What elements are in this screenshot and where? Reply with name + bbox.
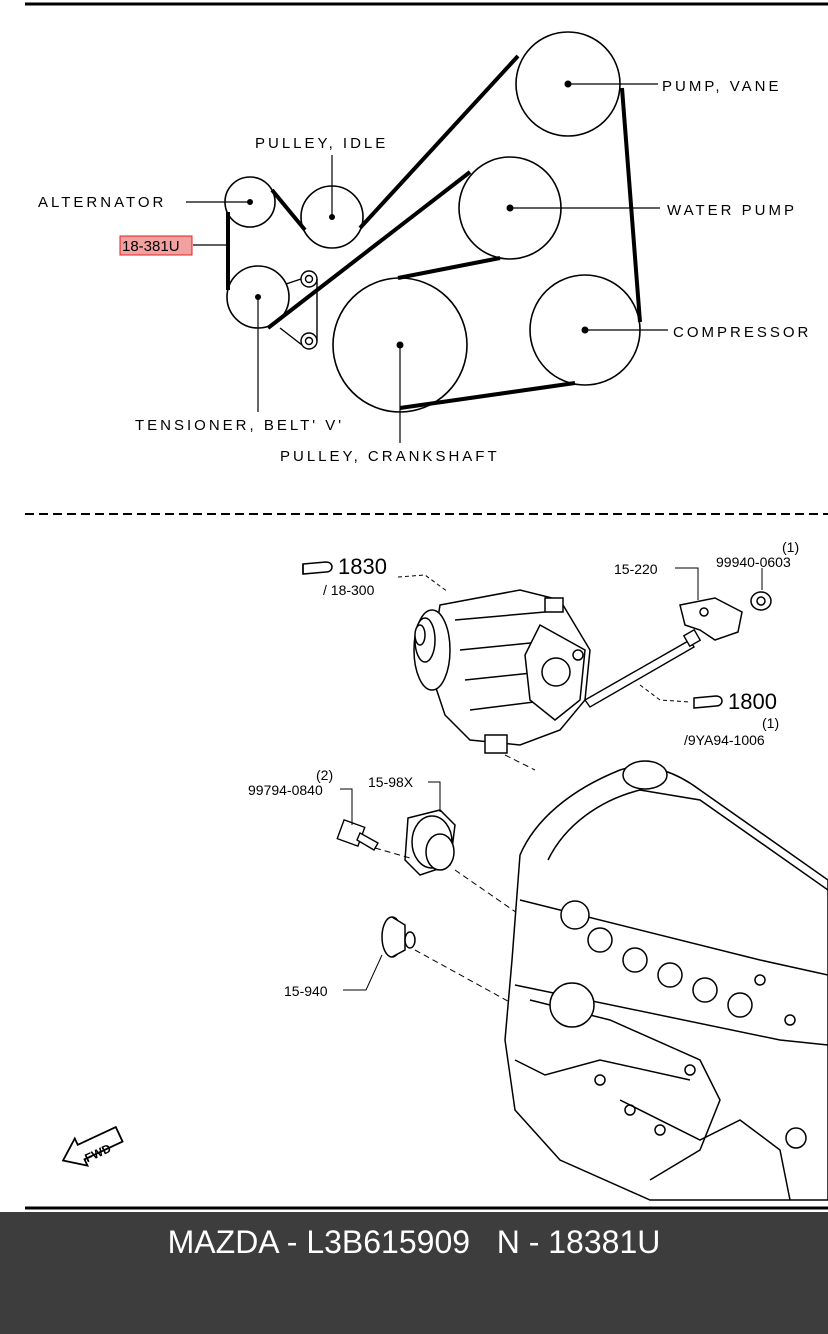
long-bolt-drawing	[583, 628, 702, 708]
bracket-drawing	[679, 597, 743, 641]
label-alternator: ALTERNATOR	[38, 194, 166, 211]
label-pump-vane: PUMP, VANE	[662, 78, 781, 95]
footer-bar	[0, 1212, 828, 1334]
tensioner-bracket	[279, 270, 318, 350]
ref-15-220[interactable]: 15-220	[614, 561, 658, 577]
highlight-box	[119, 235, 193, 256]
leader-1800	[639, 684, 691, 703]
ref-1800[interactable]: 1800	[728, 689, 777, 714]
fwd-arrow-icon	[61, 1125, 124, 1167]
leader-15-220	[675, 567, 699, 600]
ref-99940[interactable]: 99940-0603	[716, 554, 791, 570]
ref-9ya94[interactable]: /9YA94-1006	[684, 732, 765, 748]
belt-routing-diagram	[186, 31, 668, 443]
short-bolt-drawing	[336, 818, 379, 851]
ref-9ya94-qty: (1)	[762, 715, 779, 731]
ref-15-940[interactable]: 15-940	[284, 983, 328, 999]
parts-diagram: PUMP, VANE PULLEY, IDLE ALTERNATOR 18-38…	[25, 2, 828, 1210]
mounting-lines	[374, 754, 536, 1006]
ref-99794[interactable]: 99794-0840	[248, 782, 323, 798]
label-compressor: COMPRESSOR	[673, 324, 811, 341]
idler-pulley-drawing	[404, 809, 456, 876]
nut-drawing	[750, 591, 772, 611]
leader-15-940	[343, 954, 383, 991]
label-pulley-idle: PULLEY, IDLE	[255, 135, 388, 152]
drive-belt	[226, 54, 642, 410]
ref-15-98x[interactable]: 15-98X	[368, 774, 414, 790]
ref-99940-qty: (1)	[782, 539, 799, 555]
ref-18-300[interactable]: / 18-300	[323, 582, 375, 598]
leader-1830	[397, 574, 449, 593]
label-water-pump: WATER PUMP	[667, 202, 797, 219]
leader-99794	[340, 788, 353, 825]
ref-99794-qty: (2)	[316, 767, 333, 783]
label-crankshaft: PULLEY, CRANKSHAFT	[280, 448, 500, 465]
engine-block-drawing	[504, 760, 828, 1201]
footer-part-caption: MAZDA - L3B615909 N - 18381U	[167, 1224, 661, 1260]
tensioner-drawing	[381, 916, 416, 958]
label-tensioner: TENSIONER, BELT' V'	[135, 417, 344, 434]
highlighted-part-number[interactable]: 18-381U	[122, 238, 180, 255]
hand-pointer-icon	[302, 561, 333, 575]
leader-15-98x	[428, 781, 441, 812]
ref-1830[interactable]: 1830	[338, 554, 387, 579]
alternator-drawing	[413, 589, 591, 754]
hand-pointer-icon-2	[693, 695, 723, 709]
